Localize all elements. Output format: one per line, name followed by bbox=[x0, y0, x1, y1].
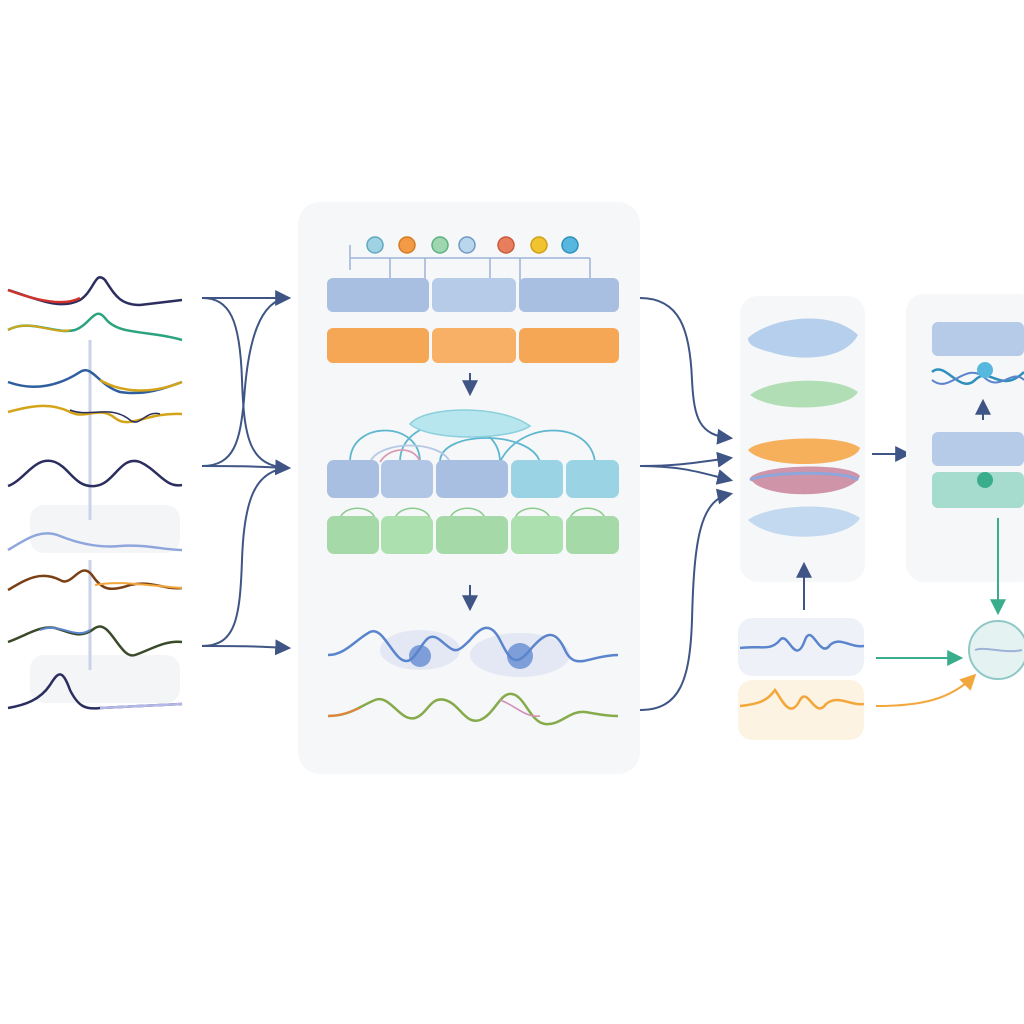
attention-head bbox=[408, 409, 532, 438]
wave-peak-marker bbox=[409, 645, 431, 667]
input-signals bbox=[7, 276, 183, 710]
embedding-row-blue bbox=[327, 278, 619, 312]
input-signal-1-accent bbox=[7, 288, 81, 304]
input-signal-9-accent bbox=[99, 702, 183, 710]
token-dot bbox=[497, 236, 515, 254]
signal-wave-orange bbox=[739, 687, 865, 710]
decoder-block bbox=[932, 472, 1024, 508]
embedding-row-orange bbox=[327, 328, 619, 363]
connector-arrow bbox=[639, 465, 734, 485]
latent-blob-orange bbox=[748, 438, 860, 465]
latent-panel bbox=[740, 296, 865, 582]
embedding-block bbox=[432, 328, 516, 363]
transformer-block bbox=[436, 516, 508, 554]
decoder-node bbox=[977, 362, 993, 378]
encoder-connectors bbox=[639, 297, 734, 711]
transformer-block bbox=[381, 460, 433, 498]
decoder-wave bbox=[931, 368, 1024, 385]
signal-wave-blue bbox=[739, 633, 865, 652]
input-signal-7 bbox=[7, 569, 183, 592]
transformer-block bbox=[327, 460, 379, 498]
transformer-block bbox=[381, 516, 433, 554]
output-wave-green bbox=[327, 692, 619, 726]
embedding-block bbox=[327, 278, 429, 312]
decoder-node bbox=[977, 472, 993, 488]
output-wave-blue bbox=[327, 626, 619, 663]
token-dot bbox=[561, 236, 579, 254]
input-signal-5 bbox=[7, 459, 183, 488]
latent-blob-blue-2 bbox=[748, 506, 860, 537]
connector-arrow bbox=[639, 451, 734, 468]
transformer-block bbox=[566, 460, 619, 498]
transformer-block bbox=[511, 516, 563, 554]
input-signal-2-accent bbox=[7, 324, 71, 332]
input-signal-7-accent bbox=[94, 582, 183, 589]
input-signal-6 bbox=[7, 532, 183, 552]
input-signal-1 bbox=[7, 276, 183, 307]
encoder-panel bbox=[298, 202, 640, 774]
input-signal-8 bbox=[7, 625, 183, 657]
transformer-row-bottom bbox=[327, 507, 619, 554]
connector-arrow bbox=[201, 639, 292, 656]
signal-shadow bbox=[30, 505, 180, 553]
token-dot bbox=[431, 236, 449, 254]
input-signal-4-accent bbox=[69, 409, 161, 423]
transformer-block bbox=[436, 460, 508, 498]
decoder-block bbox=[932, 432, 1024, 466]
input-signal-9 bbox=[7, 673, 183, 710]
connector-line bbox=[201, 467, 289, 647]
connector-arrow bbox=[639, 297, 734, 445]
transformer-block bbox=[327, 516, 379, 554]
input-connectors bbox=[201, 290, 292, 656]
transformer-block bbox=[566, 516, 619, 554]
token-dot bbox=[530, 236, 548, 254]
residual-signals bbox=[738, 561, 865, 740]
transformer-block bbox=[511, 460, 563, 498]
embedding-block bbox=[327, 328, 429, 363]
embedding-block bbox=[432, 278, 516, 312]
right-arrow-icon bbox=[875, 673, 977, 707]
embedding-block bbox=[519, 328, 619, 363]
latent-blob-green bbox=[750, 380, 858, 408]
token-row bbox=[349, 236, 591, 285]
decoder-block bbox=[932, 322, 1024, 356]
token-dot bbox=[398, 236, 416, 254]
input-signal-3-accent bbox=[99, 378, 183, 392]
connector-arrow bbox=[201, 297, 292, 476]
latent-blob-blue bbox=[748, 318, 858, 358]
connector-arrow bbox=[639, 488, 734, 711]
connector-line bbox=[201, 297, 289, 467]
output-section bbox=[875, 518, 1024, 707]
input-signal-8-accent bbox=[39, 627, 91, 635]
signal-card-orange bbox=[738, 680, 864, 740]
token-dot bbox=[458, 236, 476, 254]
transformer-row-top bbox=[327, 460, 619, 498]
wave-peak-marker bbox=[507, 643, 533, 669]
output-waves bbox=[327, 626, 619, 726]
token-dot bbox=[366, 236, 384, 254]
decoder-panel bbox=[906, 294, 1024, 582]
signal-shadow bbox=[30, 655, 180, 703]
embedding-block bbox=[519, 278, 619, 312]
